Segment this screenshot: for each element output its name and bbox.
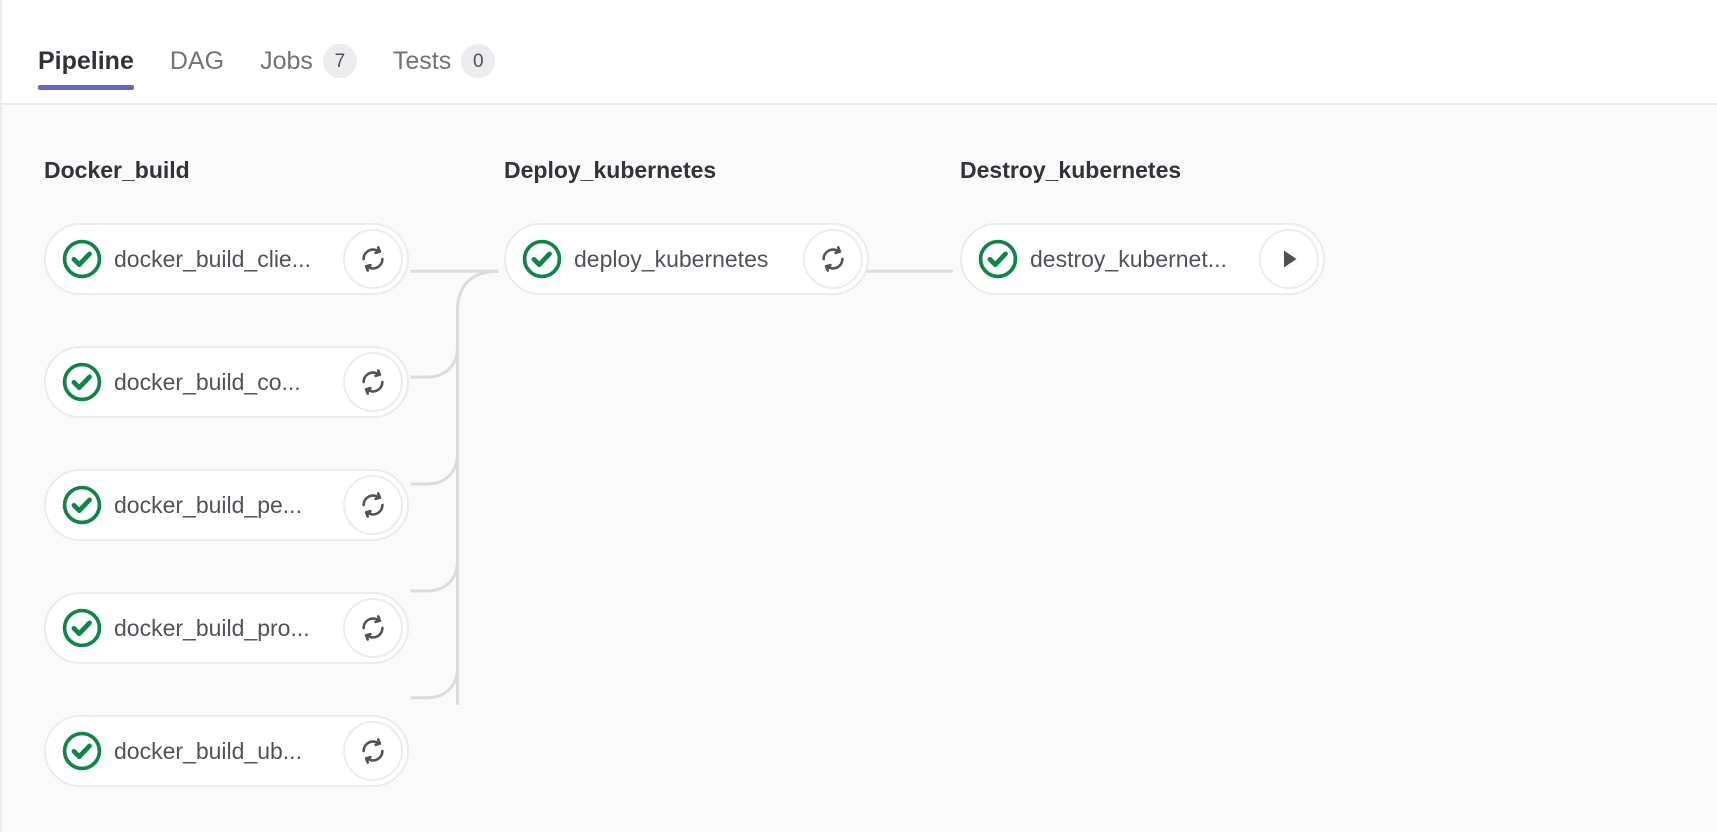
status-success-icon bbox=[60, 729, 104, 773]
stage-columns: Docker_build docker_build_clie... bbox=[2, 105, 1717, 832]
status-success-icon bbox=[60, 606, 104, 650]
status-success-icon bbox=[60, 360, 104, 404]
stage-title-destroy-kubernetes: Destroy_kubernetes bbox=[960, 157, 1182, 183]
pipeline-graph: Docker_build docker_build_clie... bbox=[2, 105, 1717, 832]
stage-column-deploy-kubernetes: Deploy_kubernetes deploy_kubernetes bbox=[504, 105, 869, 295]
job-name-label: docker_build_clie... bbox=[114, 246, 311, 272]
job-node-docker-build-pe[interactable]: docker_build_pe... bbox=[44, 469, 409, 541]
retry-icon[interactable] bbox=[343, 721, 403, 781]
status-success-icon bbox=[976, 237, 1020, 281]
job-name-label: docker_build_pro... bbox=[114, 615, 310, 641]
stage-title-deploy-kubernetes: Deploy_kubernetes bbox=[504, 157, 717, 183]
job-list-deploy-kubernetes: deploy_kubernetes bbox=[504, 223, 869, 295]
retry-icon[interactable] bbox=[803, 229, 863, 289]
job-node-deploy-kubernetes[interactable]: deploy_kubernetes bbox=[504, 223, 869, 295]
tab-dag-label: DAG bbox=[169, 47, 225, 75]
job-node-docker-build-ub[interactable]: docker_build_ub... bbox=[44, 715, 409, 787]
pipeline-tabbar: Pipeline DAG Jobs 7 Tests 0 bbox=[2, 0, 1717, 105]
job-name-label: docker_build_ub... bbox=[114, 738, 302, 764]
job-name-label: docker_build_co... bbox=[114, 369, 301, 395]
play-icon[interactable] bbox=[1259, 229, 1319, 289]
tab-tests-label: Tests bbox=[392, 47, 452, 75]
status-success-icon bbox=[60, 237, 104, 281]
tab-pipeline[interactable]: Pipeline bbox=[38, 28, 152, 90]
status-success-icon bbox=[60, 483, 104, 527]
retry-icon[interactable] bbox=[343, 598, 403, 658]
tab-tests[interactable]: Tests 0 bbox=[375, 28, 513, 90]
tab-active-underline bbox=[38, 85, 134, 90]
job-name-label: destroy_kubernet... bbox=[1030, 246, 1227, 272]
retry-icon[interactable] bbox=[343, 229, 403, 289]
stage-column-destroy-kubernetes: Destroy_kubernetes destroy_kubernet... bbox=[960, 105, 1325, 295]
tab-jobs-badge: 7 bbox=[322, 44, 357, 78]
job-list-destroy-kubernetes: destroy_kubernet... bbox=[960, 223, 1325, 295]
tab-dag[interactable]: DAG bbox=[152, 28, 242, 90]
tab-jobs[interactable]: Jobs 7 bbox=[242, 28, 375, 90]
job-node-docker-build-co[interactable]: docker_build_co... bbox=[44, 346, 409, 418]
tab-jobs-label: Jobs bbox=[260, 47, 313, 75]
retry-icon[interactable] bbox=[343, 475, 403, 535]
job-node-docker-build-client[interactable]: docker_build_clie... bbox=[44, 223, 409, 295]
job-name-label: docker_build_pe... bbox=[114, 492, 302, 518]
status-success-icon bbox=[520, 237, 564, 281]
stage-title-docker-build: Docker_build bbox=[44, 157, 190, 183]
tab-tests-badge: 0 bbox=[461, 44, 496, 78]
job-name-label: deploy_kubernetes bbox=[574, 246, 769, 272]
tab-pipeline-label: Pipeline bbox=[38, 47, 134, 75]
retry-icon[interactable] bbox=[343, 352, 403, 412]
tab-list: Pipeline DAG Jobs 7 Tests 0 bbox=[38, 28, 513, 90]
job-node-destroy-kubernetes[interactable]: destroy_kubernet... bbox=[960, 223, 1325, 295]
job-list-docker-build: docker_build_clie... bbox=[44, 223, 409, 787]
stage-column-docker-build: Docker_build docker_build_clie... bbox=[44, 105, 409, 787]
job-node-docker-build-pro[interactable]: docker_build_pro... bbox=[44, 592, 409, 664]
